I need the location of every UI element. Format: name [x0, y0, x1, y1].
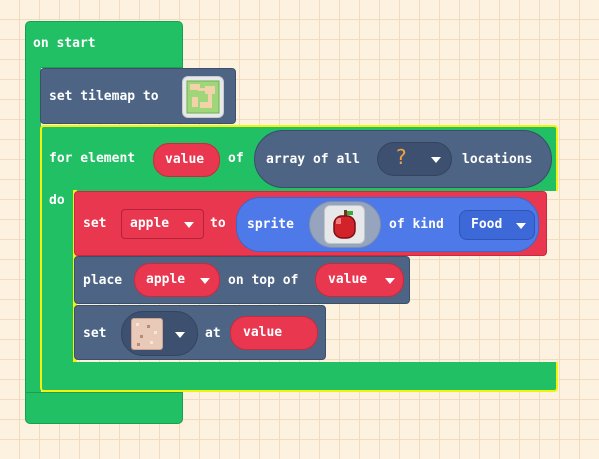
- kind-dropdown[interactable]: Food: [459, 210, 535, 240]
- loop-variable-label: value: [165, 152, 205, 167]
- on-start-block[interactable]: on start: [25, 21, 183, 68]
- for-element-spine: do: [40, 185, 76, 365]
- chevron-down-icon: [184, 222, 194, 228]
- place-on-top-block[interactable]: place apple on top of value: [74, 256, 410, 304]
- sprite-image-picker[interactable]: [309, 201, 381, 248]
- place-target-value[interactable]: value: [315, 263, 404, 297]
- on-start-spine: [25, 60, 41, 400]
- sprite-variable-label: apple: [130, 216, 170, 231]
- tile-image-picker[interactable]: [121, 311, 198, 356]
- chevron-down-icon: [385, 278, 395, 284]
- of-kind-label: of kind: [389, 217, 444, 232]
- on-top-of-label: on top of: [228, 273, 299, 288]
- place-sprite-label: apple: [146, 272, 186, 287]
- set-sprite-block[interactable]: set apple to sprite of kind Food: [74, 191, 547, 256]
- set-label: set: [83, 216, 107, 231]
- set-tile-target-label: value: [243, 325, 283, 340]
- on-start-block-bottom[interactable]: [25, 392, 183, 424]
- set-tile-target-value[interactable]: value: [230, 316, 318, 350]
- place-sprite-dropdown[interactable]: apple: [134, 263, 220, 297]
- sprite-variable-dropdown[interactable]: apple: [121, 209, 204, 239]
- for-element-label: for element: [49, 151, 136, 166]
- to-label: to: [210, 216, 226, 231]
- array-of-all-label: array of all: [266, 152, 360, 167]
- for-element-block-bottom[interactable]: [40, 362, 558, 392]
- sand-tile-icon: [136, 323, 157, 346]
- chevron-down-icon: [516, 223, 526, 229]
- tile-picker[interactable]: ?: [377, 142, 452, 176]
- array-of-all-locations-block[interactable]: array of all ? locations: [254, 130, 552, 188]
- tilemap-thumbnail-icon: [186, 80, 220, 114]
- loop-variable-value[interactable]: value: [153, 143, 220, 177]
- locations-label: locations: [462, 152, 533, 167]
- tile-thumbnail: [131, 318, 163, 350]
- place-target-label: value: [328, 272, 368, 287]
- kind-label: Food: [471, 217, 503, 232]
- do-label: do: [49, 193, 65, 208]
- of-label: of: [228, 151, 244, 166]
- place-label: place: [83, 273, 123, 288]
- chevron-down-icon: [175, 332, 185, 338]
- sprite-label: sprite: [247, 217, 294, 232]
- set-tilemap-label: set tilemap to: [49, 89, 159, 104]
- unknown-tile-icon: ?: [396, 145, 407, 169]
- at-label: at: [205, 326, 221, 341]
- sprite-thumbnail: [324, 205, 365, 244]
- apple-sprite-icon: [333, 210, 356, 239]
- for-element-block[interactable]: for element value of array of all ? loca…: [40, 125, 558, 191]
- sprite-of-kind-block[interactable]: sprite of kind Food: [236, 197, 539, 252]
- chevron-down-icon: [200, 278, 210, 284]
- set-label: set: [83, 326, 107, 341]
- tilemap-picker[interactable]: [182, 76, 224, 118]
- on-start-label: on start: [33, 36, 96, 51]
- chevron-down-icon: [431, 157, 441, 163]
- set-tile-block[interactable]: set at value: [74, 305, 326, 360]
- set-tilemap-block[interactable]: set tilemap to: [40, 68, 236, 124]
